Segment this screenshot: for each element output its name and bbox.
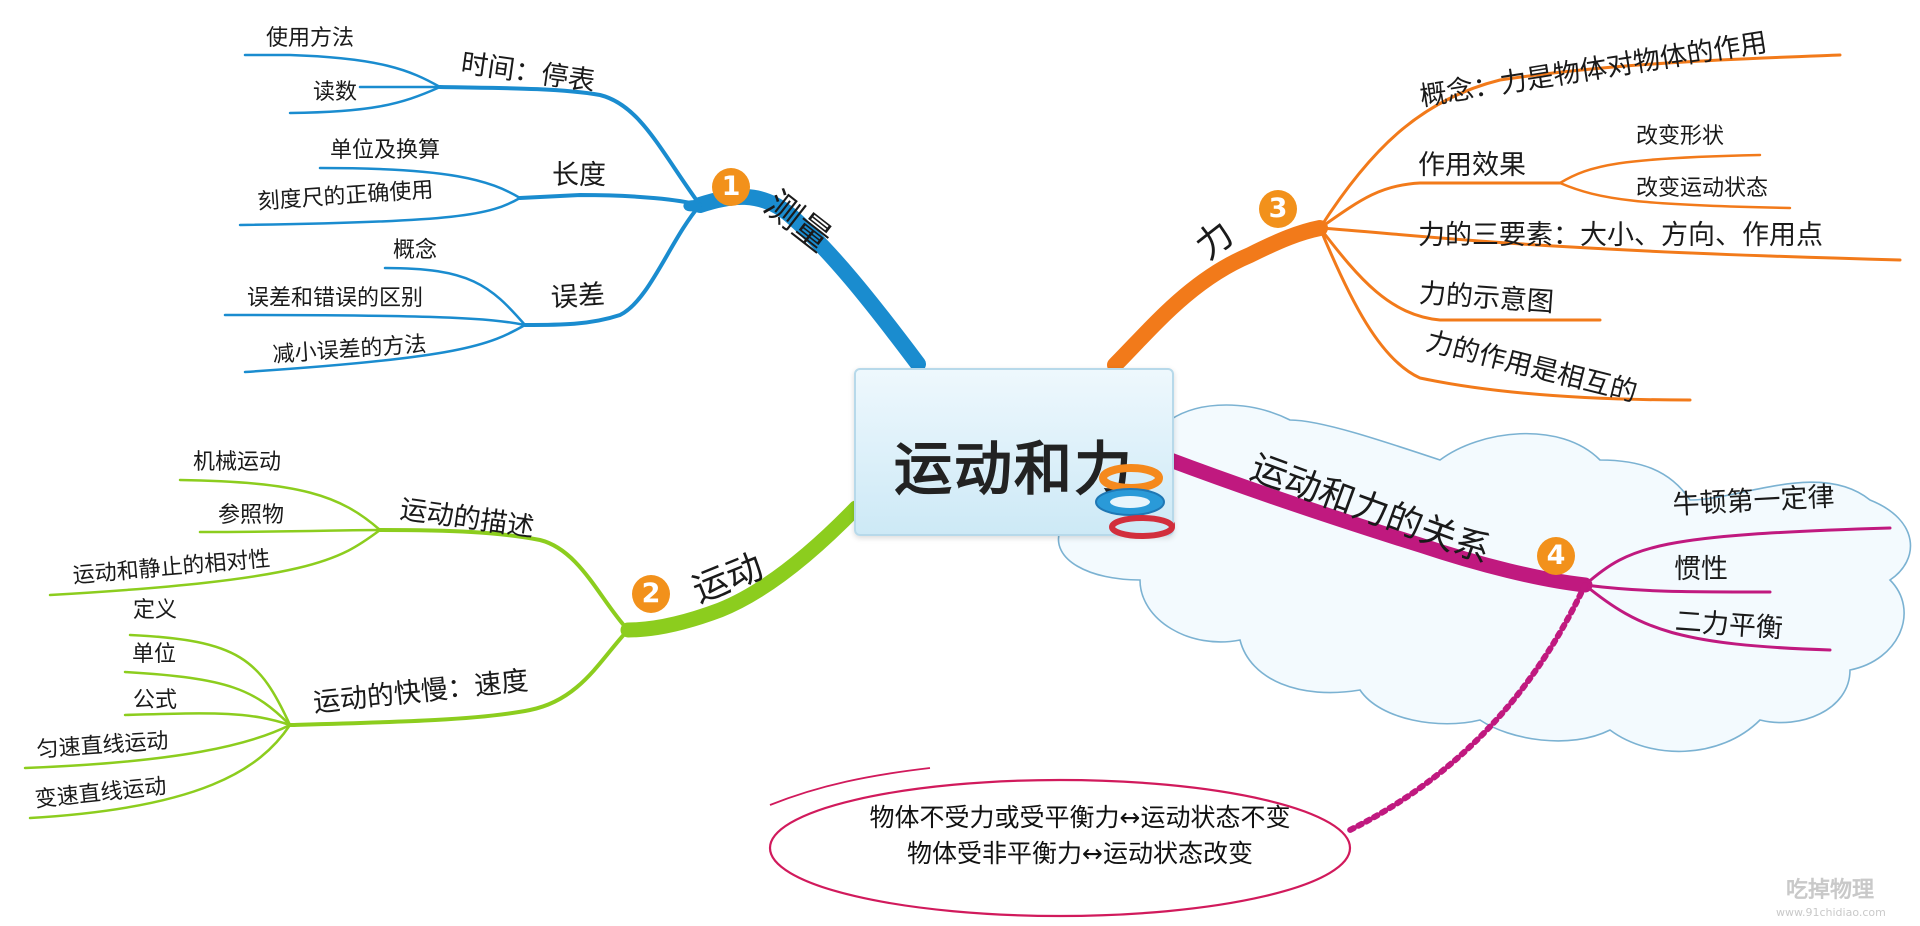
note-line-2: 物体受非平衡力↔运动状态改变 [907, 839, 1253, 868]
topic-describe-label[interactable]: 运动的描述 [397, 494, 536, 544]
topic-time-label[interactable]: 时间：停表 [458, 48, 597, 98]
link-error-3 [243, 323, 527, 374]
branch-relation-trunk [1157, 450, 1593, 593]
item-speed-4[interactable]: 匀速直线运动 [35, 728, 170, 763]
link-time [438, 85, 702, 207]
branch-relation-label[interactable]: 运动和力的关系 [1245, 447, 1496, 572]
topic-mutual-label[interactable]: 力的作用是相互的 [1422, 326, 1641, 409]
link-relation-3 [1583, 583, 1832, 652]
link-speed-2 [123, 670, 292, 727]
item-length-1[interactable]: 单位及换算 [330, 138, 441, 163]
item-length-2[interactable]: 刻度尺的正确使用 [256, 177, 435, 215]
link-speed-1 [128, 633, 292, 727]
badge-motion: 2 [632, 575, 670, 613]
link-time-2 [288, 85, 442, 115]
branch-force-label[interactable]: 力 [1188, 213, 1242, 268]
badge-relation: 4 [1537, 537, 1575, 575]
item-error-2[interactable]: 误差和错误的区别 [247, 286, 424, 311]
item-effect-2[interactable]: 改变运动状态 [1636, 176, 1769, 201]
item-speed-5[interactable]: 变速直线运动 [33, 774, 168, 813]
relation-dotted-link [1347, 582, 1588, 833]
item-describe-3[interactable]: 运动和静止的相对性 [71, 546, 272, 589]
link-time-1 [243, 53, 442, 89]
topic-length-label[interactable]: 长度 [552, 160, 606, 191]
topic-elements-label[interactable]: 力的三要素：大小、方向、作用点 [1418, 220, 1823, 251]
note-ellipse [768, 778, 1352, 918]
branch-motion-label[interactable]: 运动 [686, 546, 770, 612]
branch-motion-trunk [620, 500, 864, 638]
branch-force-trunk [1107, 220, 1328, 373]
central-title: 运动和力 [893, 435, 1134, 503]
link-length-1 [318, 166, 522, 200]
link-elements [1318, 226, 1902, 262]
watermark-url: www.91chidiao.com [1776, 906, 1886, 919]
link-length-2 [238, 196, 522, 227]
link-error-1 [383, 266, 527, 327]
topic-error-label[interactable]: 误差 [549, 279, 606, 314]
topic-concept-label[interactable]: 概念：力是物体对物体的作用 [1417, 27, 1770, 113]
topic-effect-label[interactable]: 作用效果 [1418, 150, 1526, 181]
link-error [523, 203, 702, 327]
topic-speed-label[interactable]: 运动的快慢：速度 [311, 665, 530, 719]
link-describe [378, 528, 630, 632]
branch-measure-label[interactable]: 测量 [756, 183, 839, 261]
badge-measure: 1 [712, 168, 750, 206]
link-effect-2 [1558, 181, 1792, 210]
item-describe-2[interactable]: 参照物 [218, 503, 285, 528]
link-speed-4 [23, 723, 292, 770]
link-error-2 [223, 313, 527, 327]
link-describe-3 [48, 528, 382, 597]
badge-force: 3 [1259, 190, 1297, 228]
item-time-1[interactable]: 使用方法 [266, 26, 355, 51]
link-mutual [1318, 226, 1692, 402]
item-relation-2[interactable]: 惯性 [1674, 554, 1728, 585]
link-effect-1 [1558, 153, 1762, 185]
item-relation-1[interactable]: 牛顿第一定律 [1671, 481, 1836, 521]
watermark-logo: 吃掉物理 [1786, 878, 1875, 903]
link-diagram [1318, 226, 1602, 322]
item-speed-1[interactable]: 定义 [133, 598, 178, 623]
item-effect-1[interactable]: 改变形状 [1636, 124, 1725, 149]
item-time-2[interactable]: 读数 [313, 80, 358, 105]
item-error-3[interactable]: 减小误差的方法 [271, 332, 428, 368]
link-describe-1 [178, 478, 382, 532]
item-relation-3[interactable]: 二力平衡 [1673, 606, 1784, 645]
link-speed-5 [28, 723, 292, 820]
note-line-1: 物体不受力或受平衡力↔运动状态不变 [869, 803, 1291, 832]
link-concept [1318, 53, 1842, 230]
item-speed-3[interactable]: 公式 [133, 688, 178, 713]
link-length [518, 192, 702, 207]
item-describe-1[interactable]: 机械运动 [193, 450, 282, 475]
link-describe-2 [198, 528, 382, 534]
relation-note[interactable]: 物体不受力或受平衡力↔运动状态不变 物体受非平衡力↔运动状态改变 [830, 800, 1330, 872]
link-speed-3 [123, 712, 292, 727]
link-effect [1318, 181, 1562, 230]
item-speed-2[interactable]: 单位 [132, 642, 177, 667]
item-error-1[interactable]: 概念 [393, 238, 438, 263]
link-relation-2 [1583, 583, 1772, 594]
topic-diagram-label[interactable]: 力的示意图 [1417, 278, 1555, 319]
link-speed [288, 628, 630, 727]
link-relation-1 [1583, 526, 1892, 587]
note-ellipse-swash [769, 767, 931, 806]
